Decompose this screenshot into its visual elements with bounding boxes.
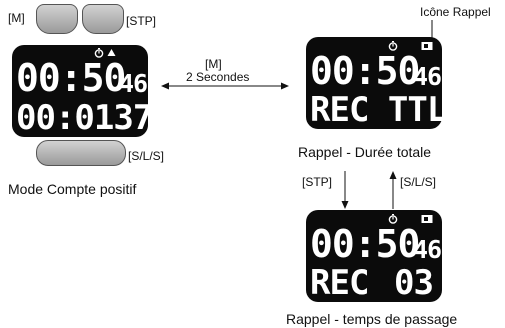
lap-hundredths: 46	[413, 235, 442, 264]
triangle-up-icon	[107, 49, 116, 56]
transition-top-line2: 2 Secondes	[186, 70, 250, 84]
caption-main: Mode Compte positif	[8, 181, 137, 197]
watch-display-lap: 00:50 46 REC 03	[306, 210, 442, 302]
watch-display-main: 00:50 46 00:0137	[12, 45, 153, 137]
lap-time: 00:50	[310, 222, 420, 266]
arrow-up	[389, 171, 397, 209]
total-rec-label: REC TTL	[310, 90, 447, 130]
total-time: 00:50	[310, 49, 420, 93]
sls-button-label: [S/L/S]	[128, 149, 165, 163]
caption-lap: Rappel - temps de passage	[286, 311, 458, 327]
lap-number: 03	[394, 263, 434, 303]
main-hundredths: 46	[119, 69, 148, 98]
recall-icon	[421, 215, 433, 223]
transition-top-line1: [M]	[205, 57, 222, 71]
sls-button[interactable]	[36, 140, 126, 166]
caption-total: Rappel - Durée totale	[298, 144, 432, 160]
double-arrow-horizontal	[161, 82, 289, 90]
main-time: 00:50	[16, 56, 126, 100]
total-hundredths: 46	[413, 62, 442, 91]
main-lap-time: 00:0137	[16, 98, 153, 138]
transition-up-label: [S/L/S]	[400, 175, 437, 189]
stopwatch-icon	[388, 214, 398, 224]
transition-down-label: [STP]	[302, 175, 333, 189]
arrow-down	[341, 171, 349, 209]
m-button[interactable]	[36, 4, 78, 34]
stopwatch-icon	[94, 48, 104, 58]
recall-icon-label: Icône Rappel	[420, 5, 491, 19]
recall-icon	[421, 42, 433, 50]
m-button-label: [M]	[8, 11, 25, 25]
watch-display-total: 00:50 46 REC TTL	[306, 37, 447, 129]
lap-rec-label: REC	[310, 263, 369, 303]
stp-button[interactable]	[82, 4, 124, 34]
stp-button-label: [STP]	[126, 14, 157, 28]
stopwatch-icon	[388, 41, 398, 51]
